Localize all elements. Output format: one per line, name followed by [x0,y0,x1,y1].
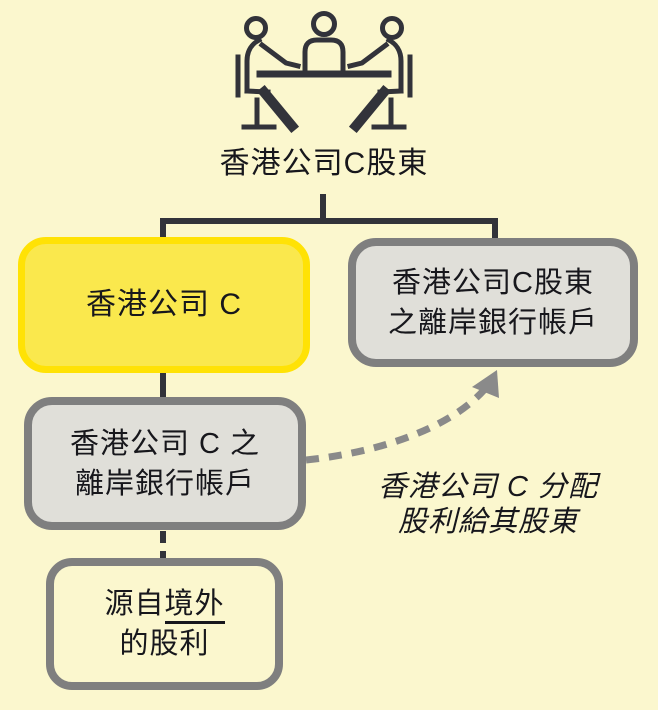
node-hk-company-c: 香港公司 C [18,237,310,373]
people-meeting-icon [235,11,414,134]
node-company-offshore-account-line1: 香港公司 C 之 [69,427,261,460]
dividend-flow-arrowhead [472,370,499,398]
annotation-line1: 香港公司 C 分配 [377,471,599,503]
node-shareholders-offshore-account: 香港公司C股東 之離岸銀行帳戶 [348,238,638,367]
node-shareholders-offshore-account-line1: 香港公司C股東 [392,266,594,299]
node-shareholders-offshore-account-line2: 之離岸銀行帳戶 [387,306,598,339]
tree-bracket-connector [160,218,498,246]
dividend-source-prefix: 源自 [104,588,165,620]
dividend-flow-dashed-curve [305,387,487,464]
annotation-line2: 股利給其股東 [397,506,578,538]
dividend-source-underlined: 境外 [164,588,225,624]
node-foreign-sourced-dividend-line2: 的股利 [119,628,210,660]
dividend-distribution-annotation: 香港公司 C 分配 股利給其股東 [338,470,638,540]
node-company-offshore-account: 香港公司 C 之 離岸銀行帳戶 [24,397,306,530]
node-company-offshore-account-line2: 離岸銀行帳戶 [74,467,255,500]
node-hk-company-c-label: 香港公司 C [86,288,242,321]
node-foreign-sourced-dividend-line1: 源自境外 [104,584,225,624]
shareholders-title: 香港公司C股東 [219,147,429,180]
node-foreign-sourced-dividend: 源自境外 的股利 [46,558,283,690]
